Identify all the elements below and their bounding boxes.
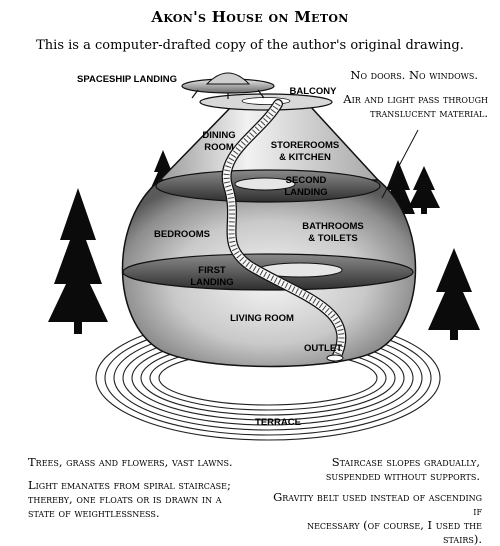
note-no-doors: No doors. No windows.	[350, 68, 478, 82]
page-title: Akon's House on Meton	[151, 8, 349, 26]
tree-icon	[48, 188, 108, 334]
note-air-light: Air and light pass through translucent m…	[343, 92, 488, 120]
label-storerooms-kitchen: Storerooms & Kitchen	[270, 140, 340, 163]
label-living-room: Living Room	[230, 313, 294, 324]
note-gravity-belt: Gravity belt used instead of ascending i…	[273, 490, 482, 546]
label-balcony: Balcony	[289, 86, 337, 97]
label-outlet: Outlet	[304, 343, 342, 354]
outlet	[326, 354, 344, 362]
spaceship-icon	[181, 72, 275, 99]
spiral-staircase	[221, 99, 347, 363]
leader-line	[381, 129, 419, 199]
label-dining-room: Dining Room	[202, 130, 236, 153]
label-first-landing: First Landing	[190, 265, 234, 288]
house-diagram	[48, 72, 480, 441]
note-staircase: Staircase slopes gradually, suspended wi…	[325, 455, 480, 483]
label-bathrooms-toilets: Bathrooms & Toilets	[302, 221, 364, 244]
label-bedrooms: Bedrooms	[154, 229, 210, 240]
tree-icon	[428, 248, 480, 340]
page-subtitle: This is a computer-drafted copy of the a…	[36, 38, 464, 53]
tree-icon	[408, 166, 440, 214]
label-second-landing: Second Landing	[284, 175, 328, 198]
note-trees: Trees, grass and flowers, vast lawns.	[28, 455, 233, 469]
note-light-emanates: Light emanates from spiral staircase; th…	[28, 478, 231, 520]
label-spaceship-landing: Spaceship Landing	[77, 74, 177, 85]
label-terrace: Terrace	[255, 417, 301, 428]
